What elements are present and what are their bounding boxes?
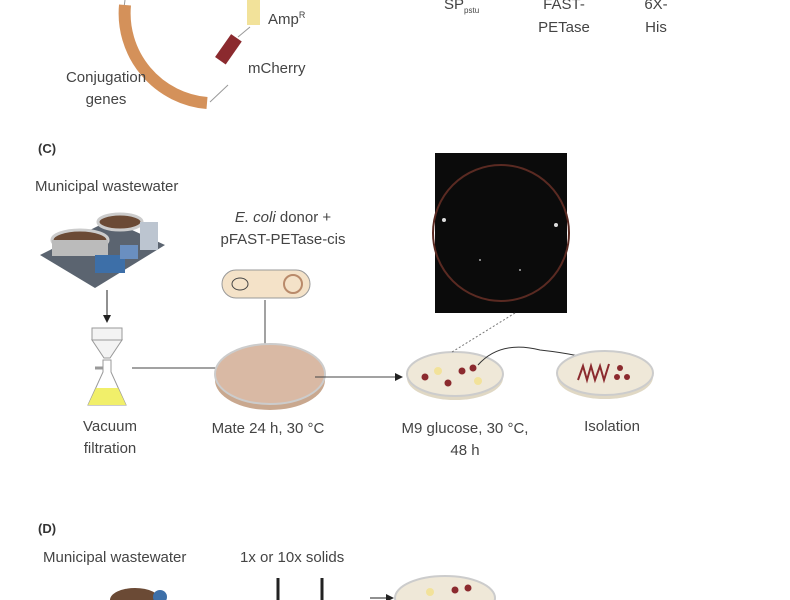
wastewater-plant-icon (40, 212, 165, 288)
panel-c-label: (C) (38, 141, 57, 156)
isolation-plate-icon (556, 350, 654, 399)
mcherry-segment (215, 34, 242, 65)
ampr-label: AmpR (268, 10, 306, 28)
fast-label-2: PETase (538, 19, 590, 36)
fast-label-1: FAST- (543, 0, 585, 13)
panel-d-graphics (110, 575, 496, 600)
selection-plate-icon (406, 351, 504, 400)
sp-label: SPpstu (444, 0, 480, 15)
plasmid-label: pFAST-PETase-cis (220, 231, 346, 248)
step-label: Isolation (584, 418, 640, 435)
wastewater-label: Municipal wastewater (35, 178, 179, 195)
step-label: 48 h (450, 442, 480, 459)
his-label-1: 6X- (644, 0, 668, 13)
solids-label: 1x or 10x solids (240, 549, 345, 566)
plate-photo (432, 153, 570, 313)
conjugation-label-1: Conjugation (65, 69, 147, 86)
plasmid-map (118, 0, 260, 109)
conjugation-genes-segment (118, 4, 208, 109)
vacuum-filtration-flask-icon (87, 327, 127, 406)
step-label: filtration (83, 440, 137, 457)
panel-d-label: (D) (38, 521, 57, 536)
donor-culture-icon (221, 269, 311, 299)
his-label-2: His (645, 19, 667, 36)
ampr-segment (247, 0, 260, 25)
step-label: Mate 24 h, 30 °C (211, 420, 325, 437)
conjugation-label-2: genes (85, 91, 127, 108)
donor-label: E. coli donor + (234, 209, 332, 226)
step-label: M9 glucose, 30 °C, (401, 420, 529, 437)
wastewater-label-d: Municipal wastewater (43, 549, 187, 566)
step-label: Vacuum (83, 418, 137, 435)
mating-plate-icon (214, 343, 326, 410)
mcherry-label: mCherry (248, 60, 306, 77)
